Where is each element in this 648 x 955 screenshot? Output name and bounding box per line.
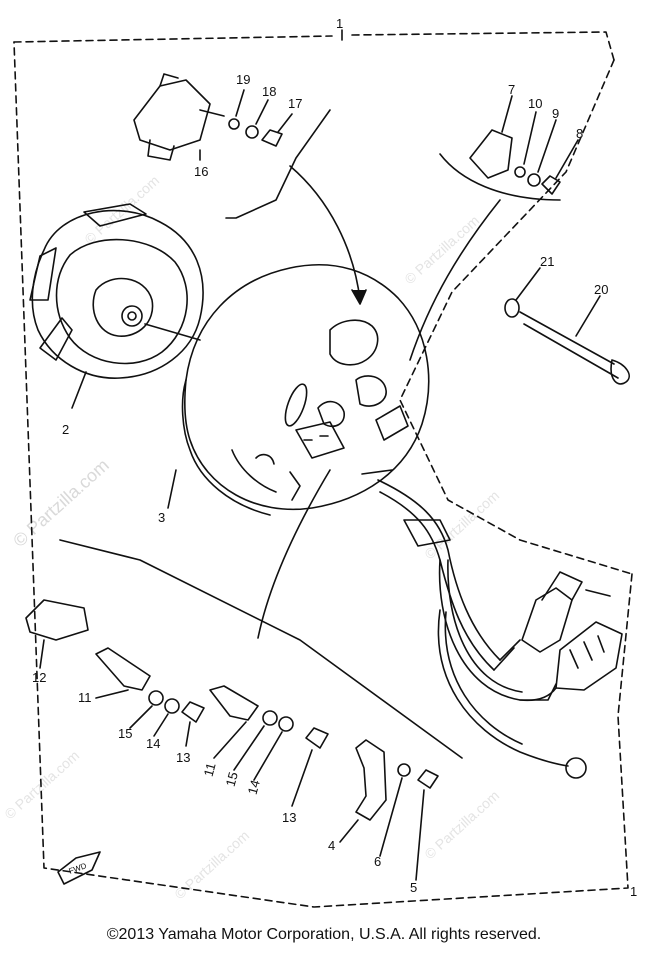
arrow-to-stator-bottom bbox=[257, 469, 331, 639]
part-14-washer-left bbox=[164, 698, 180, 714]
group-bracket-7-10 bbox=[439, 153, 561, 201]
part-7-clamp bbox=[469, 129, 513, 179]
label-16: 16 bbox=[194, 164, 208, 179]
part-8-screw bbox=[541, 175, 561, 195]
label-11-right: 11 bbox=[201, 761, 219, 778]
part-17-screw bbox=[261, 129, 283, 147]
leader-17 bbox=[277, 113, 293, 133]
label-17: 17 bbox=[288, 96, 302, 111]
part-11-lead-left bbox=[95, 647, 151, 691]
watermark-mid-right: © Partzilla.com bbox=[421, 487, 502, 562]
flywheel bbox=[29, 203, 204, 409]
part-4-clamp bbox=[355, 739, 387, 821]
arrowhead-top bbox=[351, 289, 367, 305]
label-15-left: 15 bbox=[118, 726, 132, 741]
label-2: 2 bbox=[62, 422, 69, 437]
group-bracket-lower bbox=[59, 539, 463, 759]
leader-10 bbox=[523, 111, 537, 165]
label-11-left: 11 bbox=[78, 690, 92, 705]
leader-5 bbox=[415, 789, 425, 881]
label-13-right: 13 bbox=[282, 810, 296, 825]
watermark-bottom-right: © Partzilla.com bbox=[421, 787, 502, 862]
label-1-bottom: 1 bbox=[630, 884, 637, 899]
watermark-top: © Partzilla.com bbox=[401, 212, 482, 287]
part-15-washer-left bbox=[148, 690, 164, 706]
label-5: 5 bbox=[410, 880, 417, 895]
leader-19 bbox=[235, 89, 245, 117]
part-10-washer bbox=[514, 166, 526, 178]
group-bracket-16-19 bbox=[225, 109, 331, 219]
leader-15-left bbox=[129, 705, 153, 729]
wire-harness bbox=[377, 479, 623, 779]
part-13-screw-left bbox=[181, 701, 205, 723]
part-6-washer bbox=[397, 763, 411, 777]
label-6: 6 bbox=[374, 854, 381, 869]
label-14-left: 14 bbox=[146, 736, 160, 751]
label-18: 18 bbox=[262, 84, 276, 99]
part-9-washer bbox=[527, 173, 541, 187]
part-14-washer-right bbox=[278, 716, 294, 732]
part-11-lead-right bbox=[209, 685, 259, 721]
leader-20 bbox=[575, 295, 601, 337]
part-19-washer bbox=[228, 118, 240, 130]
arrow-to-stator-top bbox=[289, 165, 361, 301]
leader-14-right bbox=[253, 731, 283, 781]
leader-11-left bbox=[95, 689, 129, 699]
leader-9 bbox=[537, 119, 557, 173]
leader-6 bbox=[379, 777, 403, 857]
leader-13-right bbox=[291, 749, 313, 807]
stator-base bbox=[167, 264, 430, 516]
label-12: 12 bbox=[32, 670, 46, 685]
label-4: 4 bbox=[328, 838, 335, 853]
label-9: 9 bbox=[552, 106, 559, 121]
leader-13-left bbox=[185, 721, 191, 747]
part-15-washer-right bbox=[262, 710, 278, 726]
leader-4 bbox=[339, 819, 359, 843]
label-21: 21 bbox=[540, 254, 554, 269]
leader-21 bbox=[515, 267, 541, 301]
label-20: 20 bbox=[594, 282, 608, 297]
leader-18 bbox=[255, 99, 269, 125]
leader-11-right bbox=[213, 721, 247, 759]
assembly-outline bbox=[13, 31, 633, 908]
part-13-screw-right bbox=[305, 727, 329, 749]
part-12-terminal-block bbox=[25, 599, 89, 641]
parts-diagram: © Partzilla.com © Partzilla.com © Partzi… bbox=[1, 16, 637, 908]
part-20-bolt bbox=[519, 311, 630, 385]
leader-8 bbox=[555, 139, 579, 179]
copyright-footer: ©2013 Yamaha Motor Corporation, U.S.A. A… bbox=[106, 926, 542, 943]
part-5-screw bbox=[417, 769, 439, 789]
label-14-right: 14 bbox=[245, 778, 263, 796]
part-21-washer bbox=[504, 298, 520, 318]
label-1-top: 1 bbox=[336, 16, 343, 31]
leader-7 bbox=[501, 95, 513, 133]
part-18-washer bbox=[245, 125, 259, 139]
leader-14-left bbox=[153, 713, 169, 737]
arrow-to-stator-right bbox=[409, 199, 501, 361]
watermark-bottom-mid: © Partzilla.com bbox=[171, 827, 252, 902]
leader-15-right bbox=[233, 725, 265, 771]
watermark-main: © Partzilla.com bbox=[9, 455, 113, 551]
fwd-arrow-icon bbox=[57, 851, 101, 885]
label-7: 7 bbox=[508, 82, 515, 97]
label-3: 3 bbox=[158, 510, 165, 525]
leader-12 bbox=[39, 639, 45, 669]
label-19: 19 bbox=[236, 72, 250, 87]
label-13-left: 13 bbox=[176, 750, 190, 765]
label-10: 10 bbox=[528, 96, 542, 111]
label-15-right: 15 bbox=[223, 770, 241, 788]
part-16-bracket bbox=[133, 73, 225, 161]
label-8: 8 bbox=[576, 126, 583, 141]
